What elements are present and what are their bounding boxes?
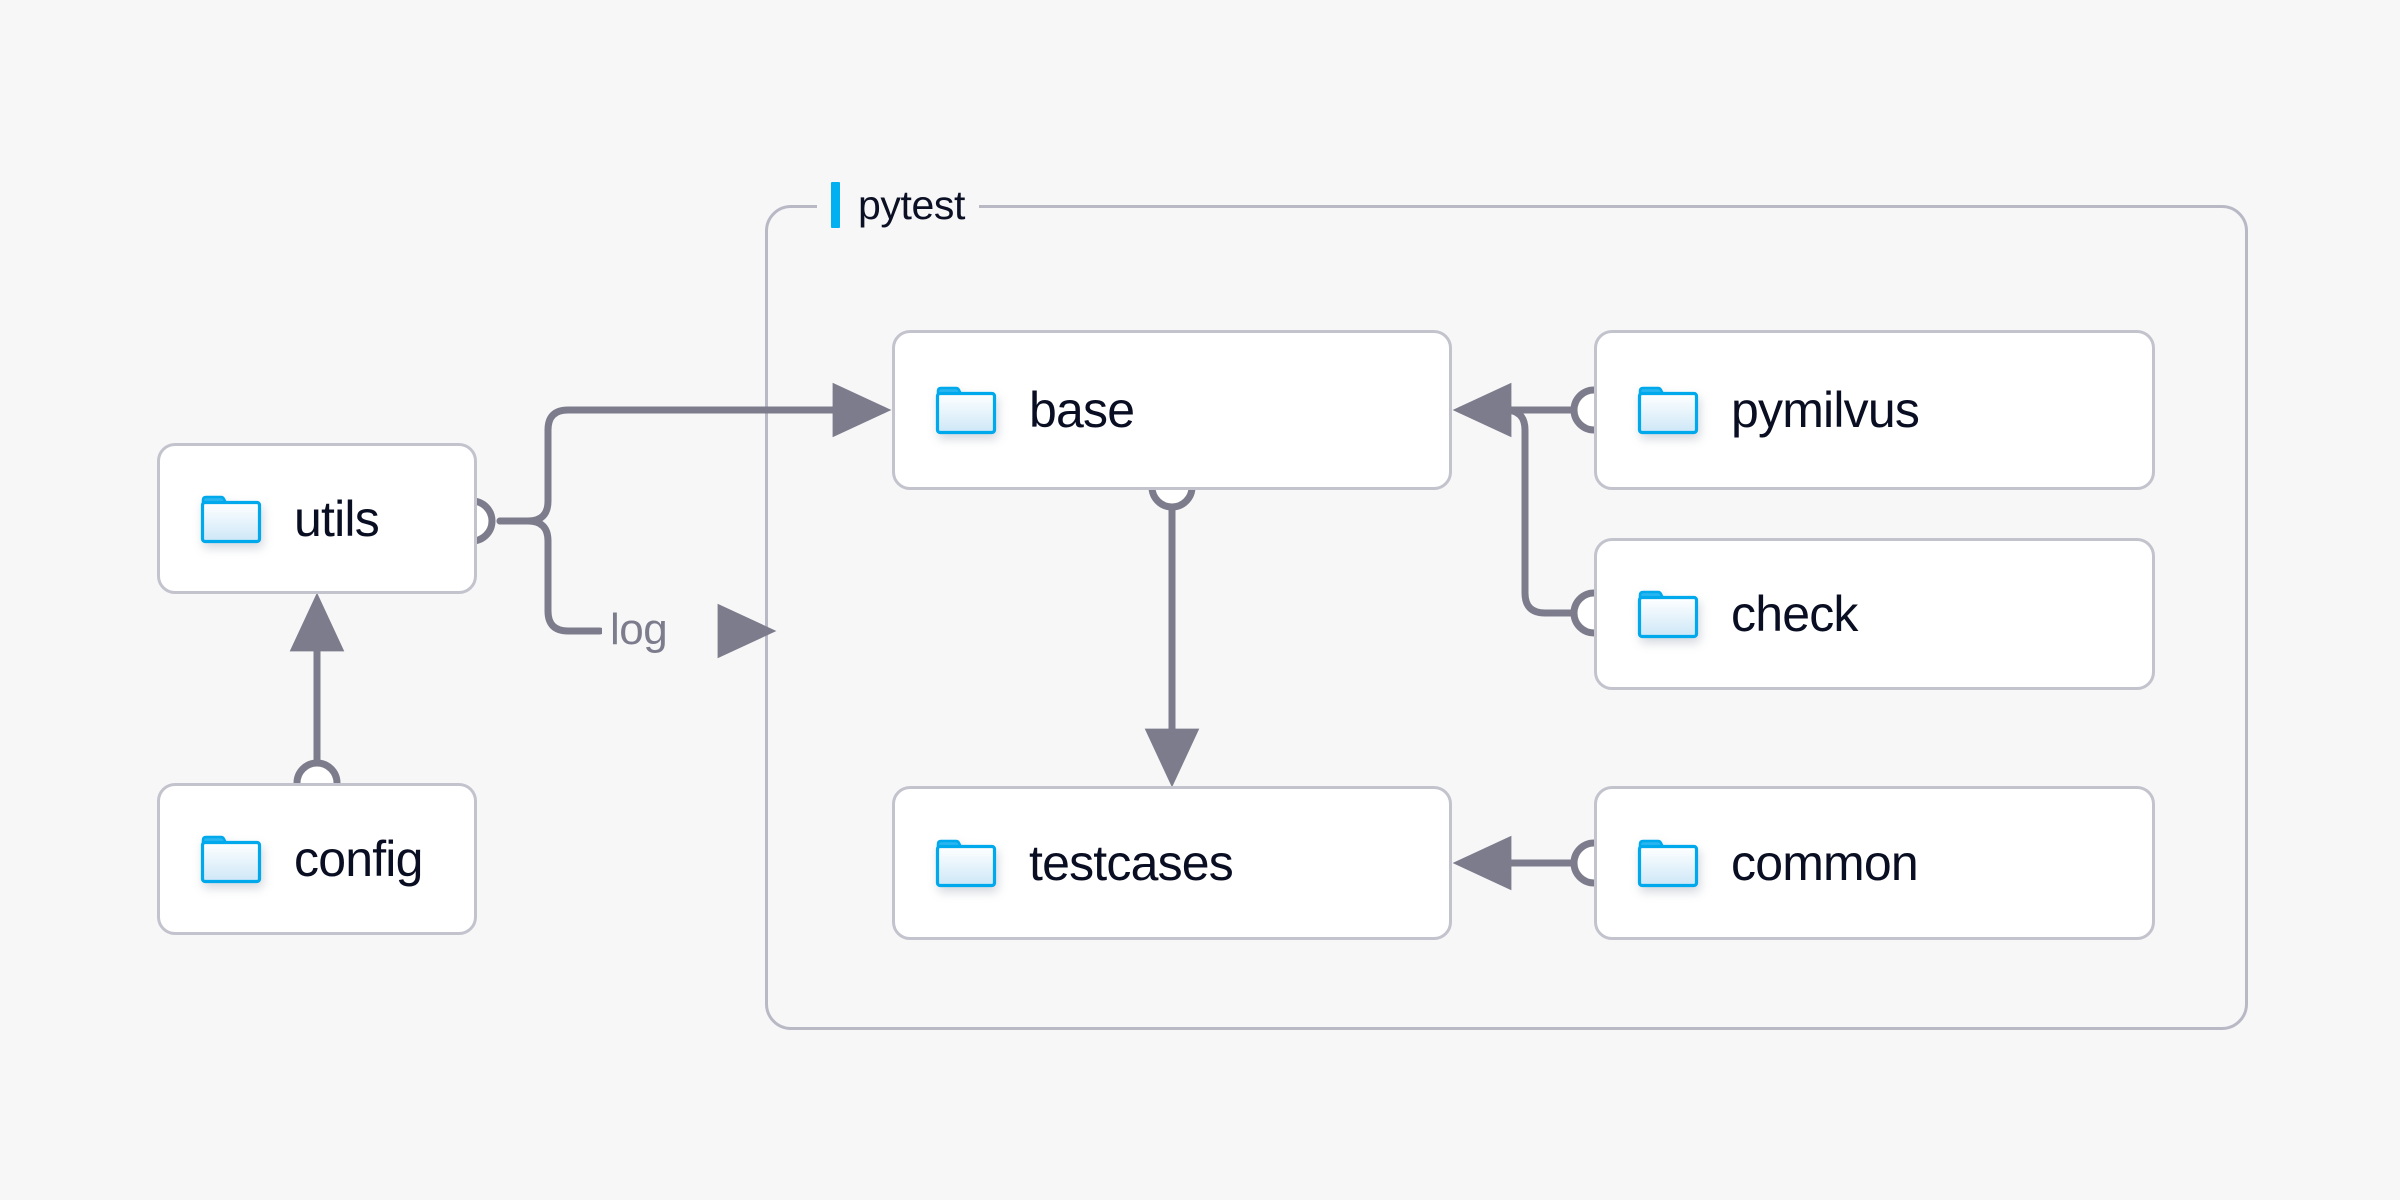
node-label-common: common [1731,835,1919,891]
folder-icon [935,384,997,436]
pytest-group-label[interactable]: pytest [817,177,979,233]
node-label-testcases: testcases [1029,835,1234,891]
folder-icon-glyph [935,839,997,888]
folder-icon-glyph [200,835,262,884]
node-testcases[interactable]: testcases [892,786,1452,940]
node-label-pymilvus: pymilvus [1731,382,1920,438]
edge-label-log: log [602,605,676,655]
node-utils[interactable]: utils [157,443,477,594]
folder-icon [935,837,997,889]
node-pymilvus[interactable]: pymilvus [1594,330,2155,490]
folder-icon-glyph [1637,839,1699,888]
folder-icon [200,493,262,545]
group-title-text: pytest [858,181,965,228]
node-label-utils: utils [294,490,380,547]
folder-icon-glyph [1637,590,1699,639]
folder-icon [1637,588,1699,640]
node-base[interactable]: base [892,330,1452,490]
node-label-config: config [294,831,423,887]
folder-icon [1637,837,1699,889]
folder-icon-glyph [1637,386,1699,435]
node-label-check: check [1731,586,1858,642]
accent-bar-icon [831,182,840,228]
edge-config-to-utils[interactable] [289,592,345,807]
node-config[interactable]: config [157,783,477,935]
node-common[interactable]: common [1594,786,2155,940]
folder-icon-glyph [200,495,262,543]
node-label-base: base [1029,382,1135,438]
node-check[interactable]: check [1594,538,2155,690]
folder-icon [200,833,262,885]
folder-icon-glyph [935,386,997,435]
folder-icon [1637,384,1699,436]
